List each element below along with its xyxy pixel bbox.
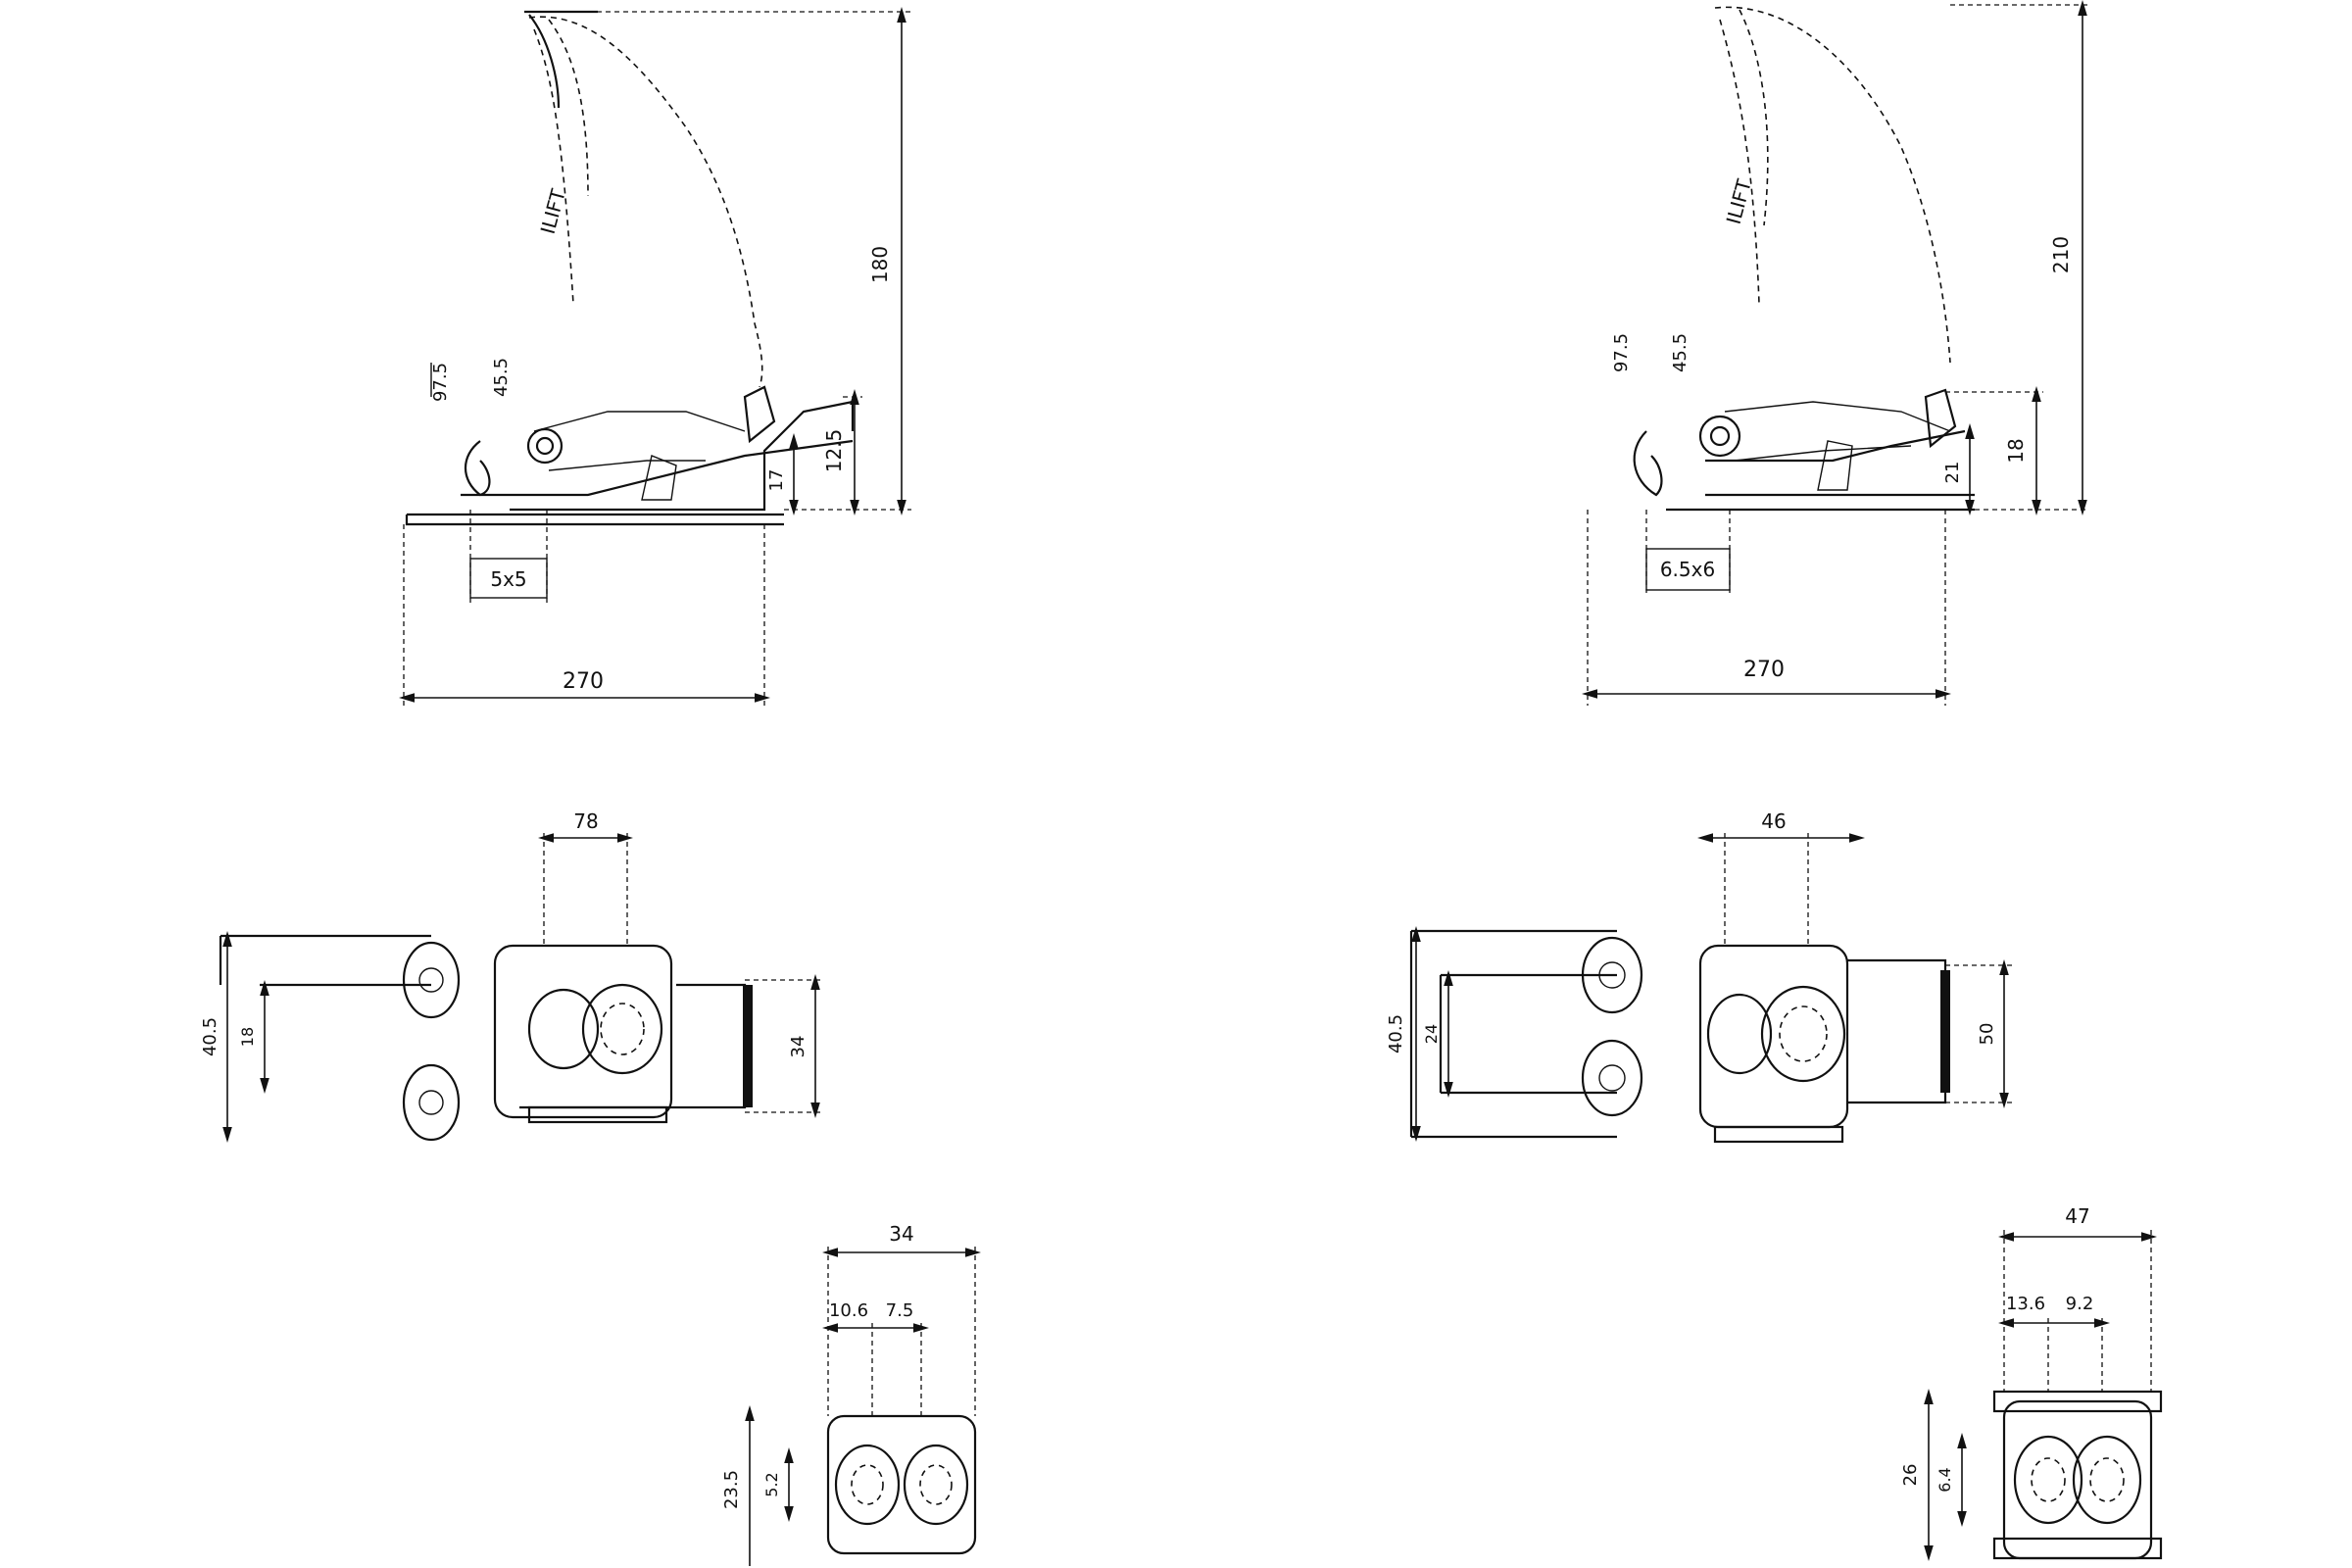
lever-handle-inner [1719, 9, 1769, 305]
svg-text:ILIFT: ILIFT [536, 186, 570, 237]
bar-height-label: 50 [1977, 1023, 1997, 1046]
body-block [1698, 944, 1849, 1129]
base-body [405, 439, 854, 526]
pivot-pin [1698, 415, 1741, 458]
mount-ear-top [1581, 936, 1643, 1014]
left-drawing-set: ILIFT 180 12.5 17 97.5 45.5 [200, 7, 981, 1566]
base-height-label: 12.5 [822, 429, 846, 473]
mount-inner-label: 18 [238, 1027, 257, 1047]
base-view-height-label: 26 [1900, 1464, 1921, 1487]
body-block [493, 944, 673, 1119]
latch-hook [465, 440, 491, 497]
right-base-view: 47 13.6 9.2 26 6.4 [1900, 1204, 2163, 1561]
right-drawing-set: ILIFT 210 18 21 97.5 45.5 6.5x6 [1386, 0, 2163, 1561]
handle-bar [519, 983, 747, 1109]
handle-bar [1847, 958, 1947, 1104]
overall-length-label: 270 [563, 669, 604, 694]
pivot-pin-inner [1709, 425, 1731, 447]
mount-pitch-label: 40.5 [200, 1017, 220, 1056]
hole-dia-label: 5.2 [762, 1472, 781, 1496]
hole-callout-box [1645, 548, 1731, 591]
hole-b-label: 7.5 [886, 1300, 914, 1321]
base-plate-outline [826, 1414, 977, 1555]
left-side-view: ILIFT 180 12.5 17 97.5 45.5 [399, 7, 911, 706]
hole-dia-label: 6.4 [1936, 1467, 1954, 1492]
hole-a-label: 13.6 [2006, 1294, 2045, 1314]
base-view-height-label: 23.5 [721, 1470, 742, 1509]
left-plan-view: 78 40.5 18 34 [200, 809, 823, 1143]
lever-grip [524, 10, 598, 109]
pad [641, 455, 677, 501]
linkage [1724, 401, 1951, 462]
angle-b-label: 45.5 [491, 358, 512, 397]
base-plate-outline [2002, 1399, 2153, 1560]
mount-pitch-label: 40.5 [1386, 1014, 1406, 1054]
mount-ear-top [402, 941, 461, 1019]
grip-strip [743, 985, 753, 1107]
base-width-label: 47 [2065, 1204, 2089, 1228]
lower-height-label: 21 [1942, 462, 1963, 484]
lever-handle [528, 16, 763, 388]
right-side-view: ILIFT 210 18 21 97.5 45.5 6.5x6 [1582, 0, 2087, 706]
base-body [1666, 429, 1975, 512]
base-plate [510, 400, 855, 512]
pivot-pin [526, 427, 564, 465]
pivot-pin-inner [535, 436, 555, 456]
clamp-end [743, 385, 776, 444]
mount-inner-label: 24 [1422, 1024, 1441, 1044]
hole-callout-box [469, 558, 548, 599]
lever-handle [1714, 6, 1951, 364]
angle-a-label: 97.5 [1611, 333, 1632, 372]
linkage [533, 411, 746, 471]
base-height-label: 18 [2004, 438, 2028, 463]
grip-strip [1940, 970, 1950, 1093]
hole-a-label: 10.6 [829, 1300, 868, 1321]
svg-text:ILIFT: ILIFT [1722, 176, 1756, 227]
bar-height-label: 34 [788, 1036, 808, 1058]
hole-label: 6.5x6 [1660, 558, 1715, 581]
base-width-label: 34 [889, 1222, 913, 1246]
left-base-view: 34 10.6 7.5 23.5 5.2 [721, 1222, 981, 1566]
overall-length-label: 270 [1743, 658, 1785, 682]
right-plan-view: 46 40.5 24 50 [1386, 809, 2014, 1144]
span-top-label: 78 [573, 809, 598, 833]
span-top-label: 46 [1761, 809, 1786, 833]
lower-height-label: 17 [766, 469, 787, 492]
mount-ear-bottom [1581, 1039, 1643, 1117]
latch-hook [1633, 430, 1663, 497]
clamp-end [1924, 388, 1957, 449]
overall-height-label: 210 [2049, 236, 2073, 273]
overall-height-label: 180 [868, 246, 892, 283]
pad [1817, 440, 1853, 491]
hole-b-label: 9.2 [2066, 1294, 2094, 1314]
lever-handle-inner [533, 19, 589, 305]
angle-b-label: 45.5 [1670, 333, 1690, 372]
hole-label: 5x5 [490, 567, 526, 591]
mount-ear-bottom [402, 1063, 461, 1142]
angle-a-label: 97.5 [430, 363, 451, 402]
